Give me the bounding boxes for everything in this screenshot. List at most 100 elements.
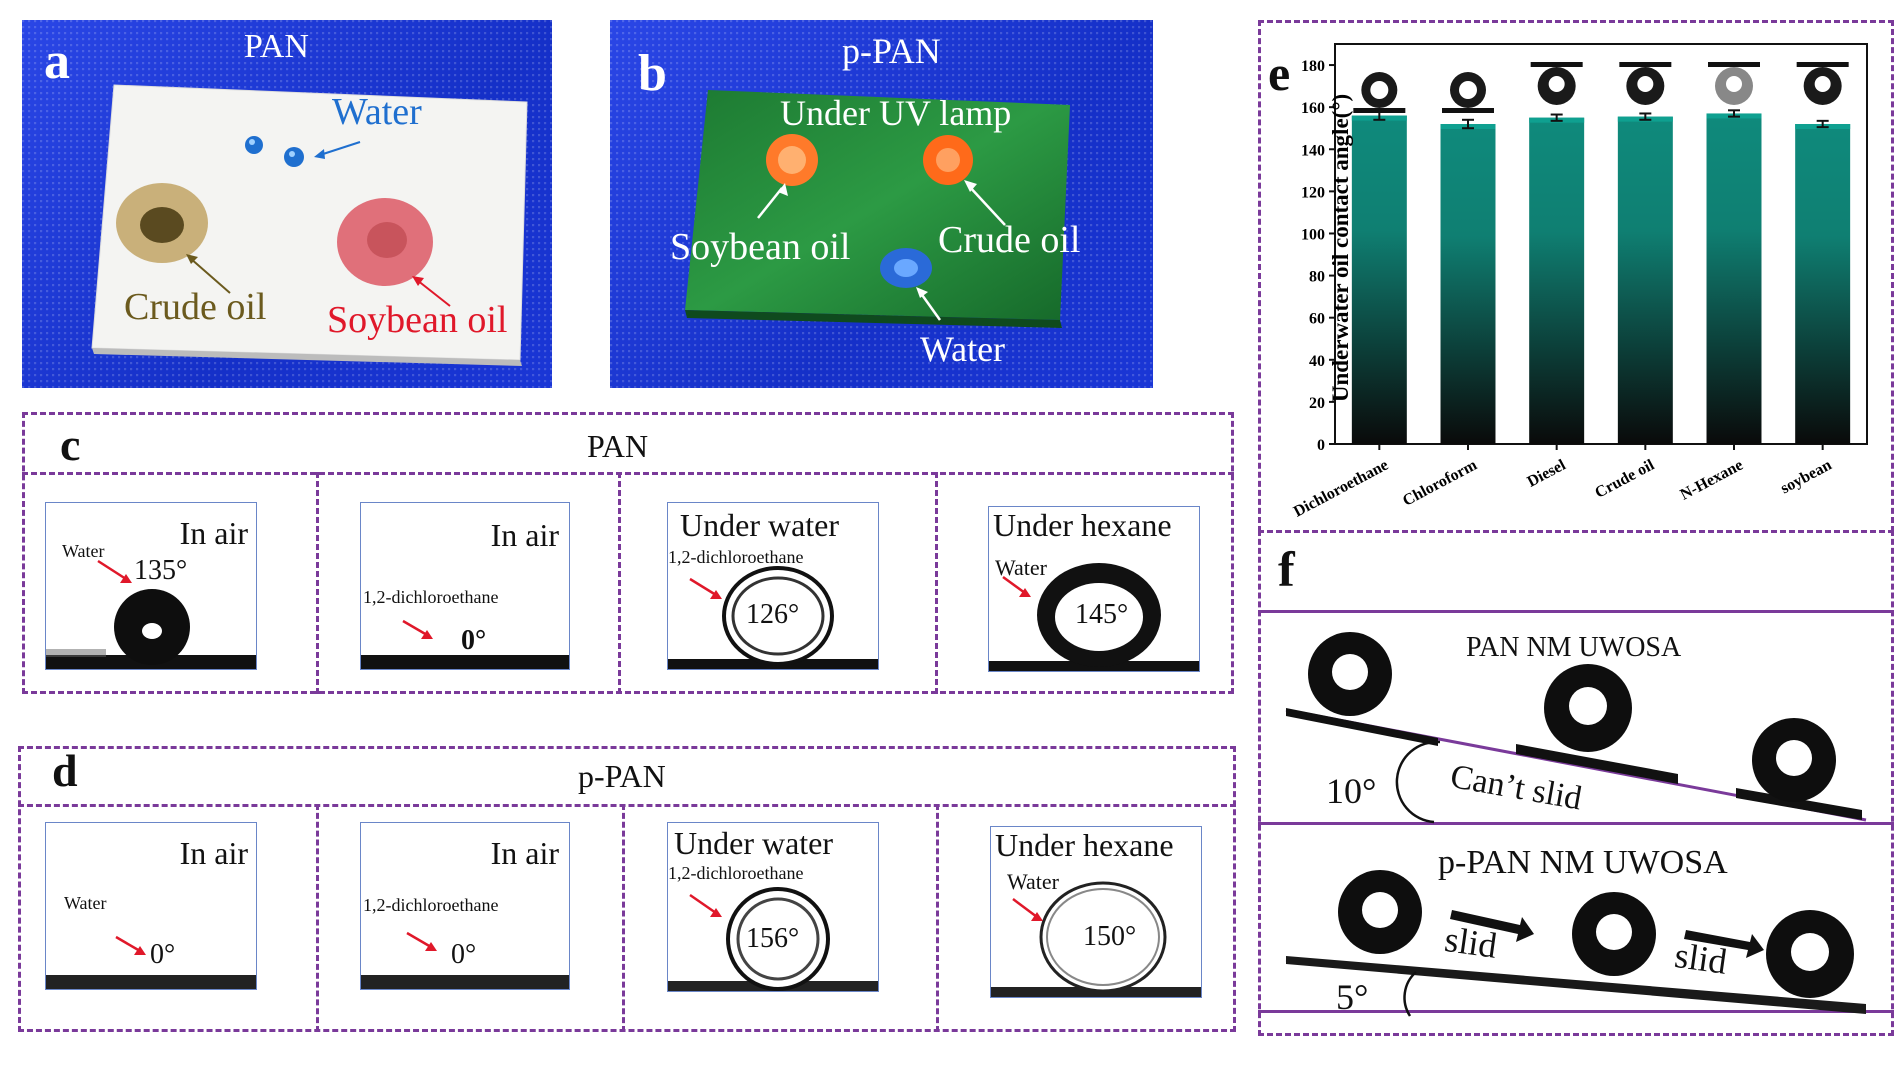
angle-label: 0° [461, 625, 487, 656]
bar [1529, 117, 1585, 445]
liquid-label: 1,2-dichloroethane [363, 587, 499, 607]
top-tilt-angle: 10° [1326, 771, 1377, 811]
panel-e-frame [1258, 20, 1894, 532]
droplet-substrate [1708, 62, 1760, 67]
condition-label: In air [179, 515, 248, 551]
droplet-substrate [1530, 62, 1583, 67]
droplet-highlight [1548, 76, 1565, 92]
x-tick-label: Chloroform [1400, 456, 1481, 510]
panel-f-letter: f [1278, 541, 1295, 597]
slide-arrow [1684, 930, 1764, 958]
angle-arc [1403, 971, 1417, 1017]
y-tick-label: 180 [1301, 58, 1325, 75]
condition-label: Under water [674, 825, 834, 861]
bar [1351, 115, 1407, 444]
x-tick-label: Dichloroethane [1291, 457, 1391, 520]
contact-angle-image: Under hexane Water 145° [988, 506, 1200, 672]
bar [1617, 116, 1673, 444]
x-tick-label: Diesel [1524, 456, 1569, 490]
top-title: PAN NM UWOSA [1466, 632, 1682, 663]
angle-label: 156° [746, 923, 800, 954]
crude-oil-label: Crude oil [124, 286, 267, 328]
bottom-title: p-PAN NM UWOSA [1438, 844, 1728, 881]
bar [1706, 113, 1762, 444]
soybean-oil-label: Soybean oil [327, 299, 508, 341]
droplet-highlight [1370, 81, 1389, 99]
divider [936, 804, 939, 1032]
condition-label: Under hexane [993, 507, 1172, 543]
panel-c-outer-frame [22, 412, 1234, 694]
divider [618, 472, 621, 694]
water-droplet [284, 147, 304, 167]
liquid-label: Water [995, 555, 1047, 580]
panel-a-letter: a [44, 33, 70, 90]
bar [1795, 124, 1851, 444]
liquid-label: 1,2-dichloroethane [668, 547, 804, 567]
p-pan-membrane-sheet [685, 90, 1070, 328]
divider [622, 804, 625, 1032]
y-tick-label: 0 [1317, 437, 1325, 454]
angle-label: 0° [150, 939, 176, 970]
angle-label: 126° [746, 599, 800, 630]
divider [316, 472, 319, 694]
soybean-oil-label: Soybean oil [670, 226, 851, 268]
divider [935, 472, 938, 694]
bottom-tilt-angle: 5° [1336, 977, 1369, 1017]
panel-e-bottom-border [1258, 530, 1894, 533]
contact-angle-image: In air Water 0° [45, 822, 257, 990]
liquid-label: 1,2-dichloroethane [668, 863, 804, 883]
condition-label: In air [179, 835, 248, 871]
angle-label: 145° [1075, 599, 1129, 630]
y-tick-label: 60 [1309, 311, 1325, 328]
liquid-label: Water [1007, 869, 1059, 894]
divider [316, 804, 319, 1032]
oil-droplet [726, 887, 830, 991]
slide-arrow [1450, 910, 1534, 942]
contact-angle-image: In air 1,2-dichloroethane 0° [360, 502, 570, 670]
contact-angle-image: Under water 1,2-dichloroethane 126° [667, 502, 879, 670]
y-tick-label: 20 [1309, 395, 1325, 412]
panel-c-title: PAN [587, 428, 649, 464]
crude-oil-label: Crude oil [938, 219, 1081, 261]
liquid-label: Water [64, 893, 107, 913]
contact-angle-image: Under water 1,2-dichloroethane 156° [667, 822, 879, 992]
panel-c-inner-frame [22, 472, 1234, 694]
photo-panel-a: a PAN Water Crude oil Soybean oil [22, 20, 552, 388]
contact-angle-image: In air 1,2-dichloroethane 0° [360, 822, 570, 990]
slide-label: slid [1672, 934, 1730, 982]
panel-d-outer-frame [18, 746, 1236, 1032]
oil-droplet [722, 566, 834, 666]
contact-angle-image: Under hexane Water 150° [990, 826, 1202, 998]
droplet-highlight [1726, 76, 1742, 92]
condition-label: Under water [680, 507, 840, 543]
panel-a-title: PAN [244, 28, 309, 65]
y-tick-label: 120 [1301, 184, 1325, 201]
angle-label: 150° [1083, 921, 1137, 952]
sliding-drop-illustration [1285, 632, 1867, 1017]
water-label: Water [332, 91, 422, 133]
panel-b-title: p-PAN [842, 31, 941, 71]
photo-panel-b: b p-PAN Under UV lamp Soybean oil Crude … [610, 20, 1153, 388]
panel-b-letter: b [638, 45, 667, 102]
water-droplet [245, 136, 263, 154]
y-tick-label: 140 [1301, 142, 1325, 159]
condition-label: In air [490, 835, 559, 871]
angle-label: 0° [451, 939, 477, 970]
panel-d-inner-frame [18, 804, 1236, 1032]
angle-label: 135° [134, 555, 188, 586]
y-tick-label: 160 [1301, 100, 1325, 117]
bar [1440, 124, 1496, 444]
panel-c-letter: c [60, 419, 81, 470]
pan-membrane-sheet [91, 84, 528, 366]
y-tick-label: 100 [1301, 226, 1325, 243]
droplet-substrate [1619, 62, 1672, 67]
panel-e-letter: e [1268, 45, 1291, 101]
panel-f-frame [1258, 530, 1894, 1036]
slide-label: slid [1442, 918, 1500, 966]
x-tick-label: soybean [1778, 456, 1835, 497]
droplet-substrate [1442, 108, 1494, 113]
droplet-highlight [1637, 76, 1654, 92]
condition-label: Under hexane [995, 827, 1174, 863]
y-tick-label: 80 [1309, 269, 1325, 286]
uv-lamp-label: Under UV lamp [780, 93, 1012, 133]
